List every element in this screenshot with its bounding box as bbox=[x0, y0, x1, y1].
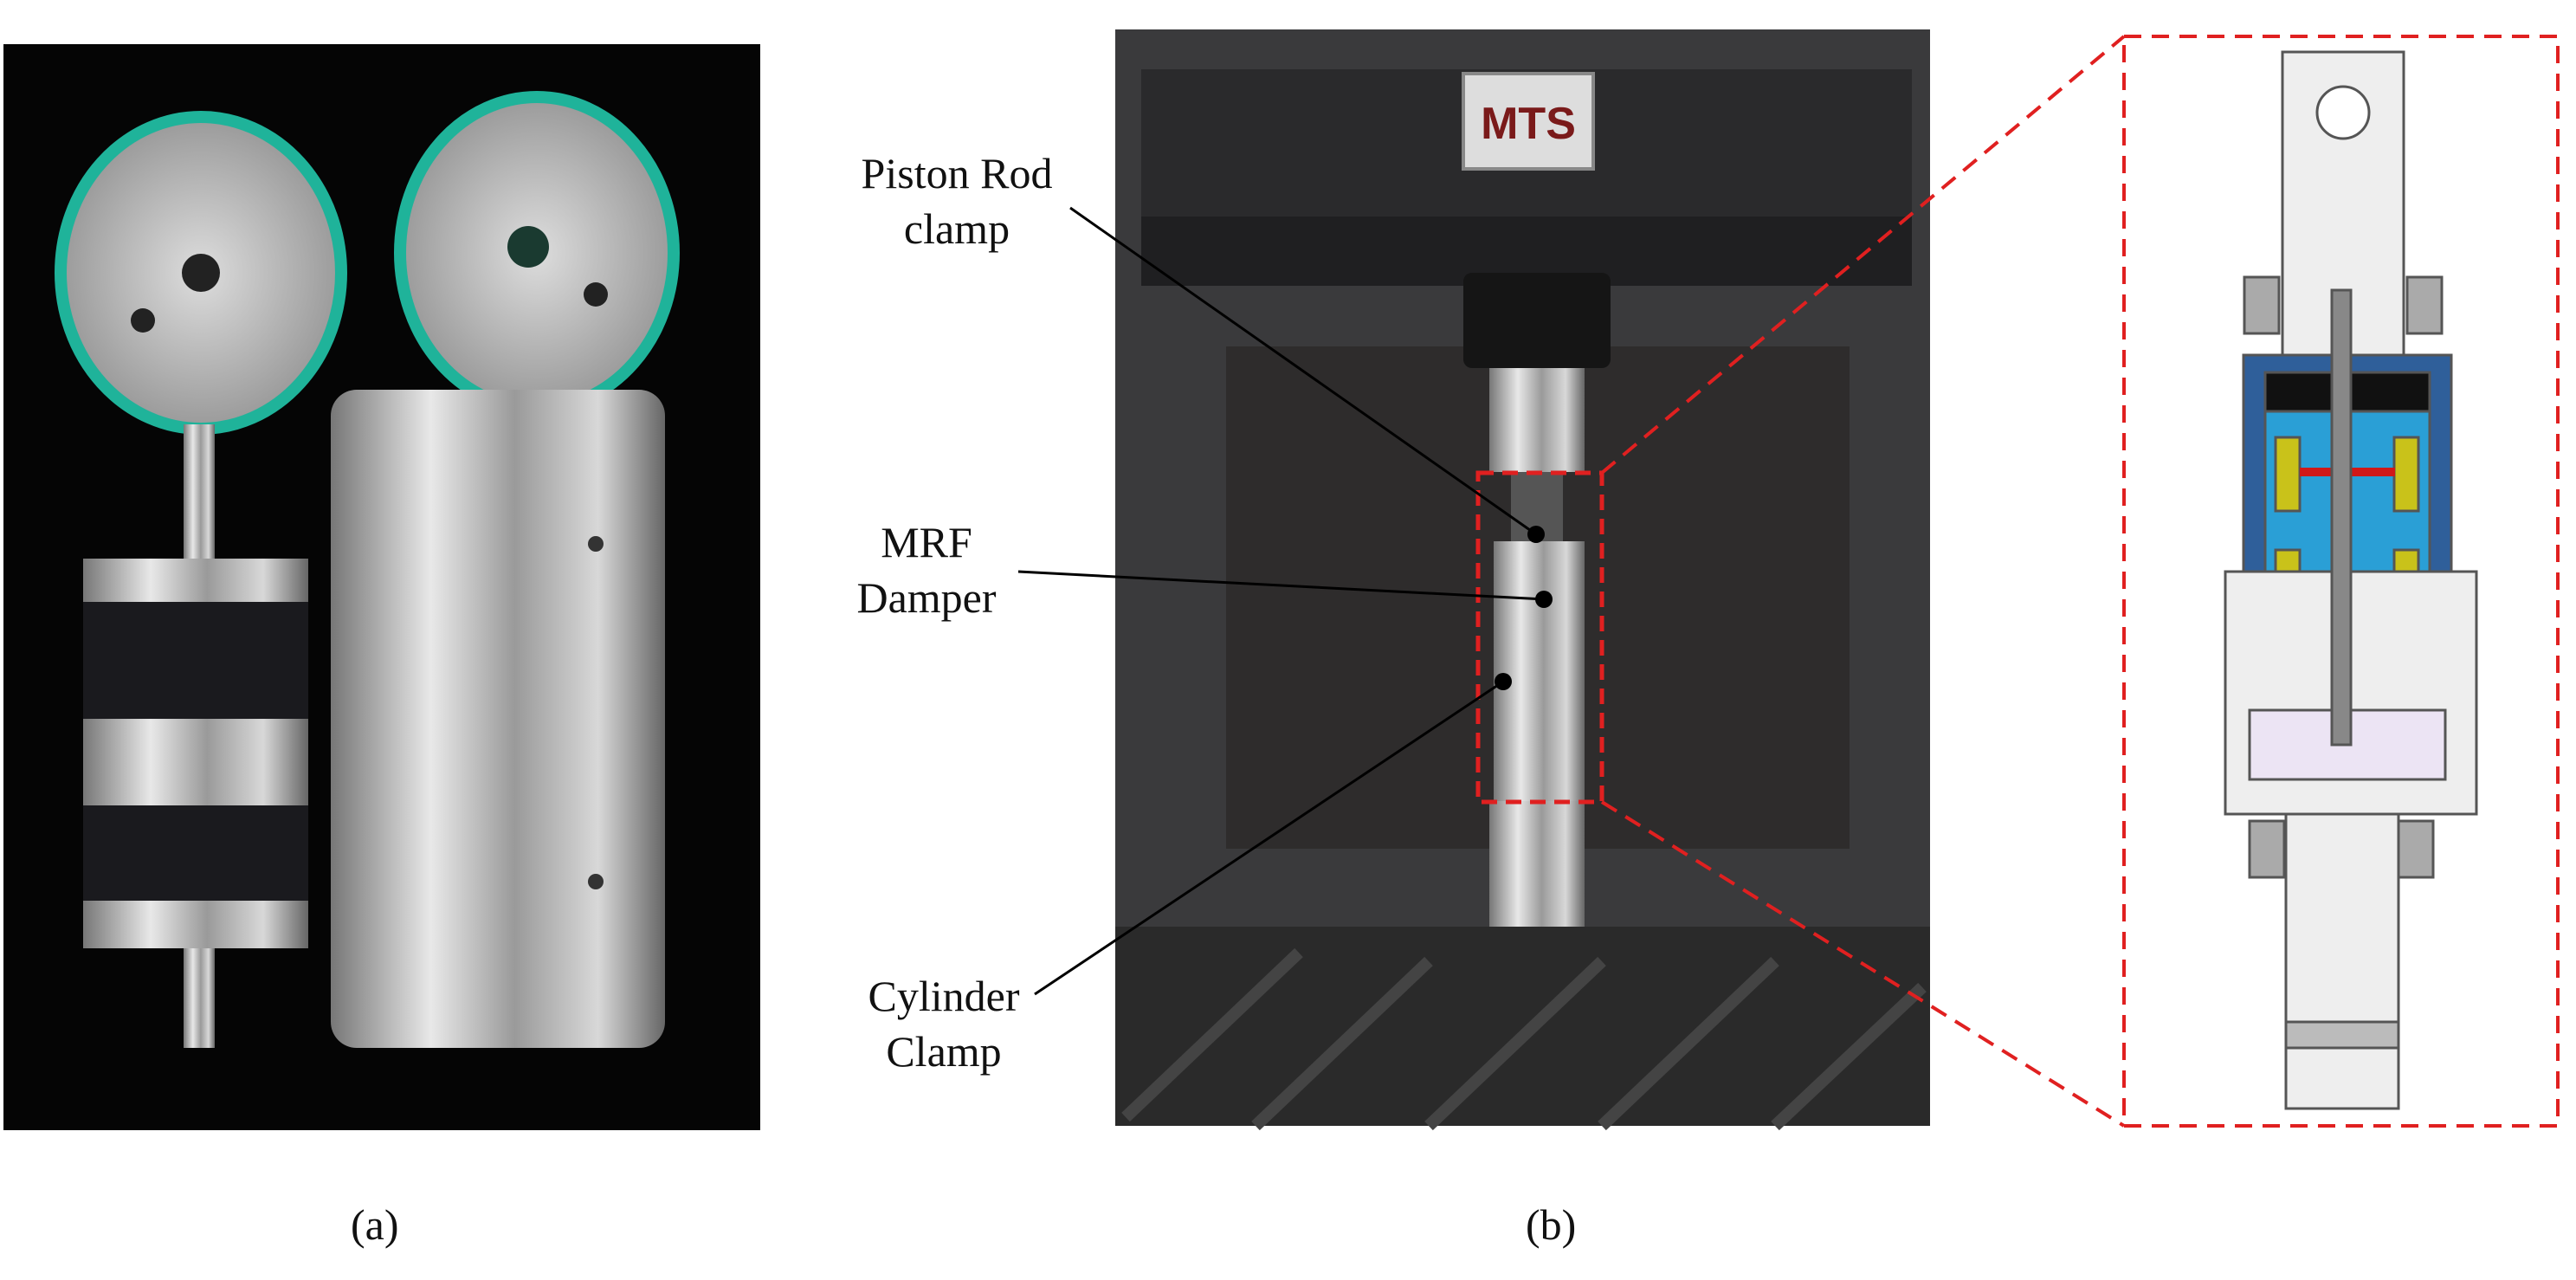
mrf-damper-photo bbox=[1494, 541, 1585, 801]
label-line: clamp bbox=[903, 204, 1010, 253]
cylinder-tube bbox=[331, 390, 665, 1048]
caption-b: (b) bbox=[1526, 1200, 1577, 1249]
label-line: Cylinder bbox=[868, 972, 1020, 1020]
label-line: Damper bbox=[856, 573, 997, 622]
label-cylinder-clamp: Cylinder Clamp bbox=[849, 968, 1039, 1079]
damper-cross-section bbox=[2224, 50, 2478, 1110]
label-line: MRF bbox=[881, 518, 972, 566]
photo-a-damper-components bbox=[3, 44, 760, 1130]
detail-box-border bbox=[2122, 35, 2560, 1128]
caption-a: (a) bbox=[351, 1200, 399, 1249]
marker-dot-cylinder bbox=[1495, 673, 1512, 690]
label-line: Clamp bbox=[886, 1027, 1002, 1076]
label-piston-rod-clamp: Piston Rod clamp bbox=[831, 145, 1082, 256]
detail-region-marker bbox=[1475, 470, 1604, 805]
photo-b-test-rig: MTS bbox=[1115, 29, 1930, 1131]
label-mrf-damper: MRF Damper bbox=[831, 514, 1022, 625]
marker-dot-piston bbox=[1527, 526, 1545, 543]
lower-fixture bbox=[1489, 801, 1585, 948]
marker-dot-damper bbox=[1535, 591, 1553, 608]
zoom-connectors bbox=[1600, 35, 2560, 1128]
load-cell bbox=[1463, 273, 1611, 368]
mts-logo bbox=[1462, 72, 1595, 171]
mts-logo-text: MTS bbox=[1481, 99, 1576, 149]
leader-lines bbox=[1017, 206, 1545, 996]
label-line: Piston Rod bbox=[861, 149, 1053, 197]
